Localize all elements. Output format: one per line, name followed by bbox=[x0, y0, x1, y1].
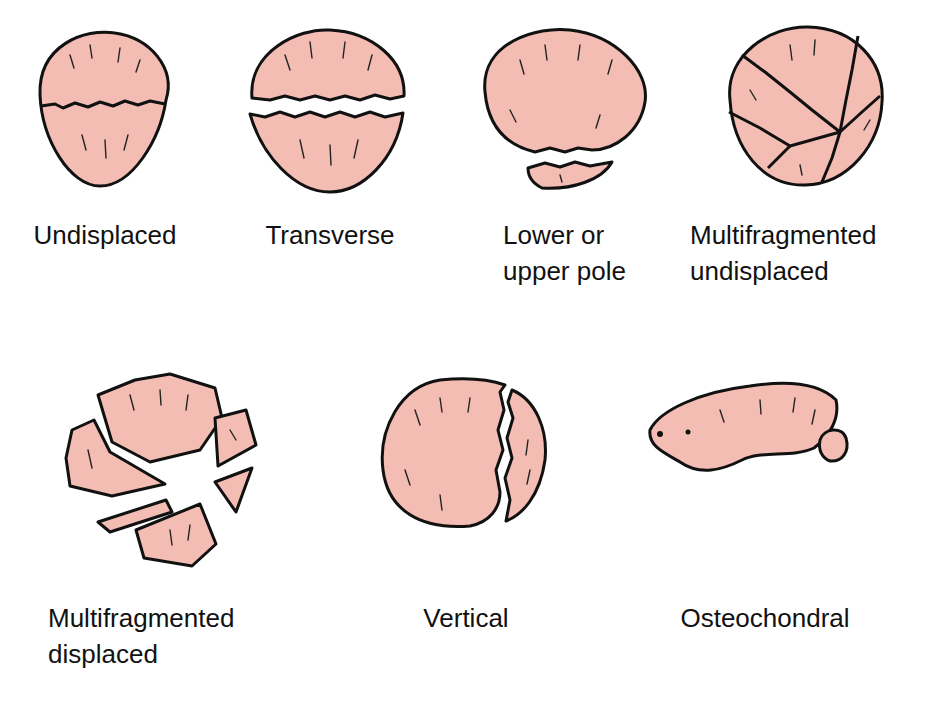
label-osteochondral: Osteochondral bbox=[680, 600, 849, 636]
multifragmented-undisplaced-patella bbox=[729, 27, 882, 185]
multifragmented-displaced-patella bbox=[66, 374, 256, 566]
transverse-patella bbox=[250, 30, 404, 192]
label-multifragmented-displaced: Multifragmented displaced bbox=[48, 600, 293, 672]
label-undisplaced: Undisplaced bbox=[33, 217, 176, 253]
osteochondral-patella bbox=[650, 383, 847, 470]
undisplaced-patella bbox=[40, 32, 168, 186]
pole-patella bbox=[485, 29, 646, 188]
label-transverse: Transverse bbox=[265, 217, 394, 253]
label-multifragmented-undisplaced: Multifragmented undisplaced bbox=[690, 217, 925, 289]
label-vertical: Vertical bbox=[423, 600, 508, 636]
label-pole: Lower or upper pole bbox=[503, 217, 658, 289]
vertical-patella bbox=[382, 379, 545, 527]
